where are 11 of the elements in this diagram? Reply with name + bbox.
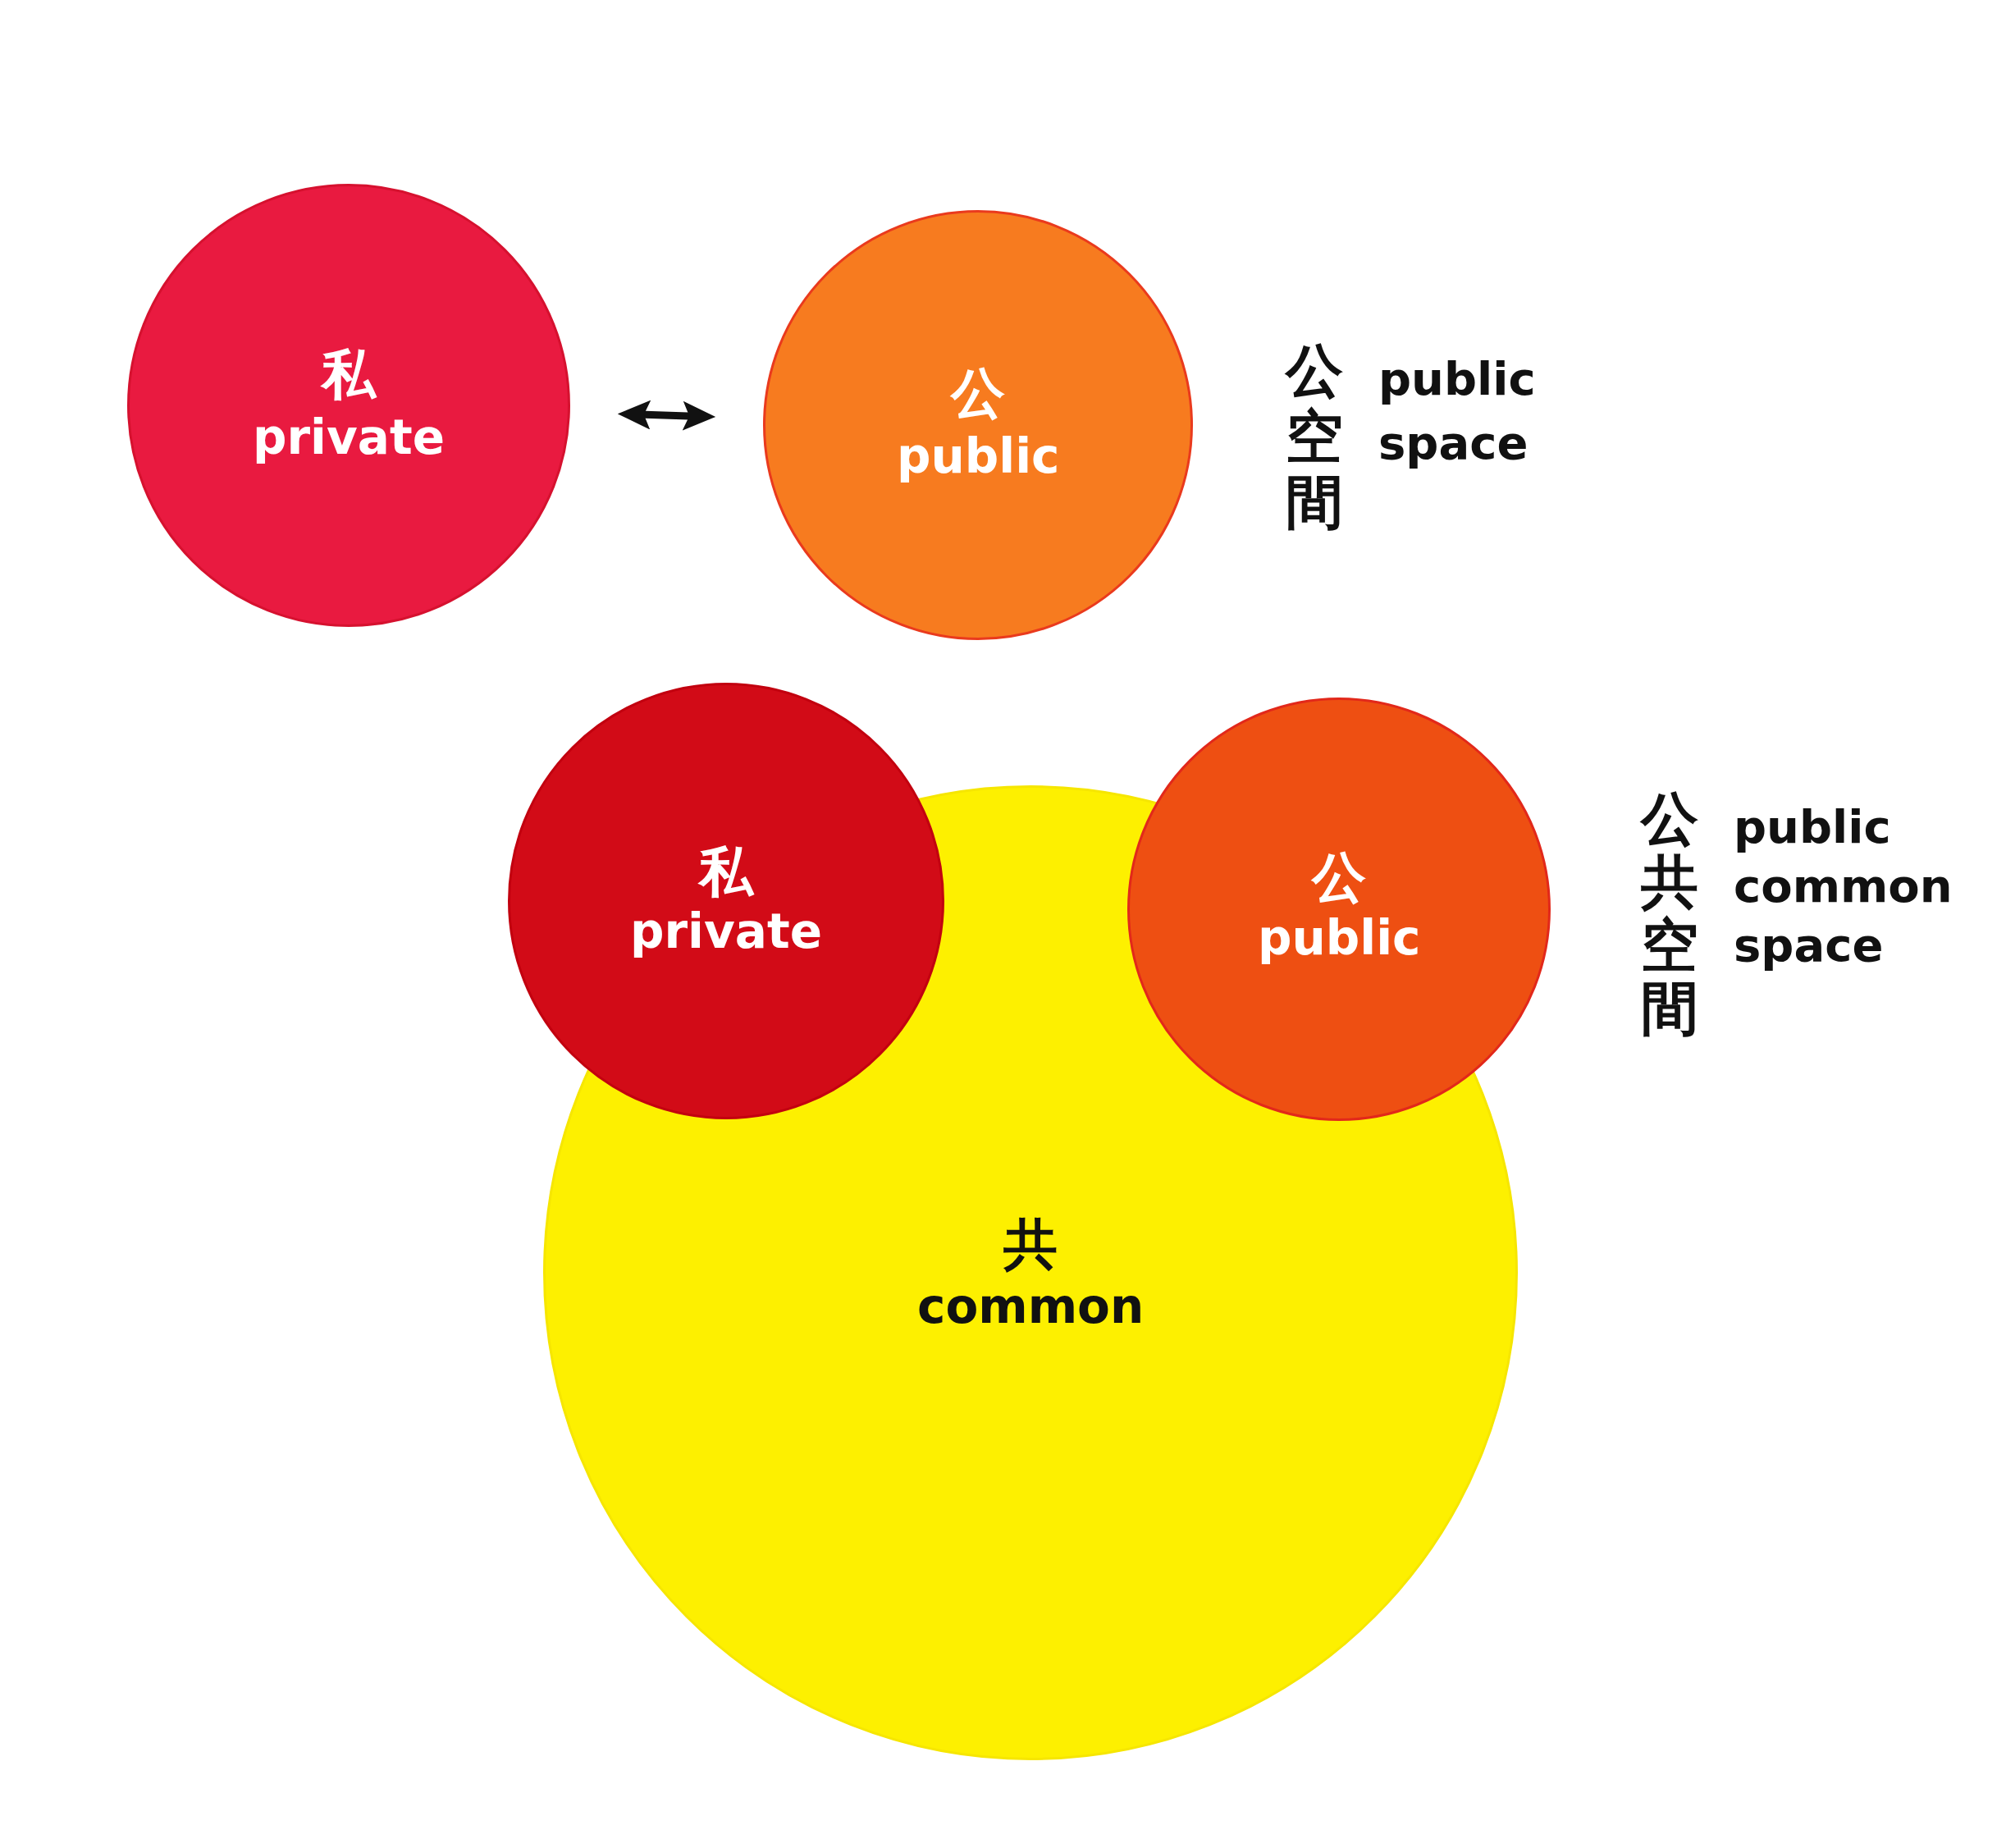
term-label: 公空間	[1286, 338, 1343, 535]
circle-label: 公	[951, 367, 1005, 421]
circle-label: 共	[1003, 1218, 1058, 1272]
double-arrow	[617, 400, 716, 431]
circle-label: common	[917, 1283, 1145, 1330]
term-label: 公共空間	[1641, 788, 1698, 1041]
circle-label: 私	[699, 845, 753, 899]
circle-label: 公	[1312, 851, 1366, 905]
term-label: public common space	[1734, 799, 1953, 973]
term-label: public space	[1378, 351, 1536, 471]
circle-label: 私	[322, 348, 376, 402]
